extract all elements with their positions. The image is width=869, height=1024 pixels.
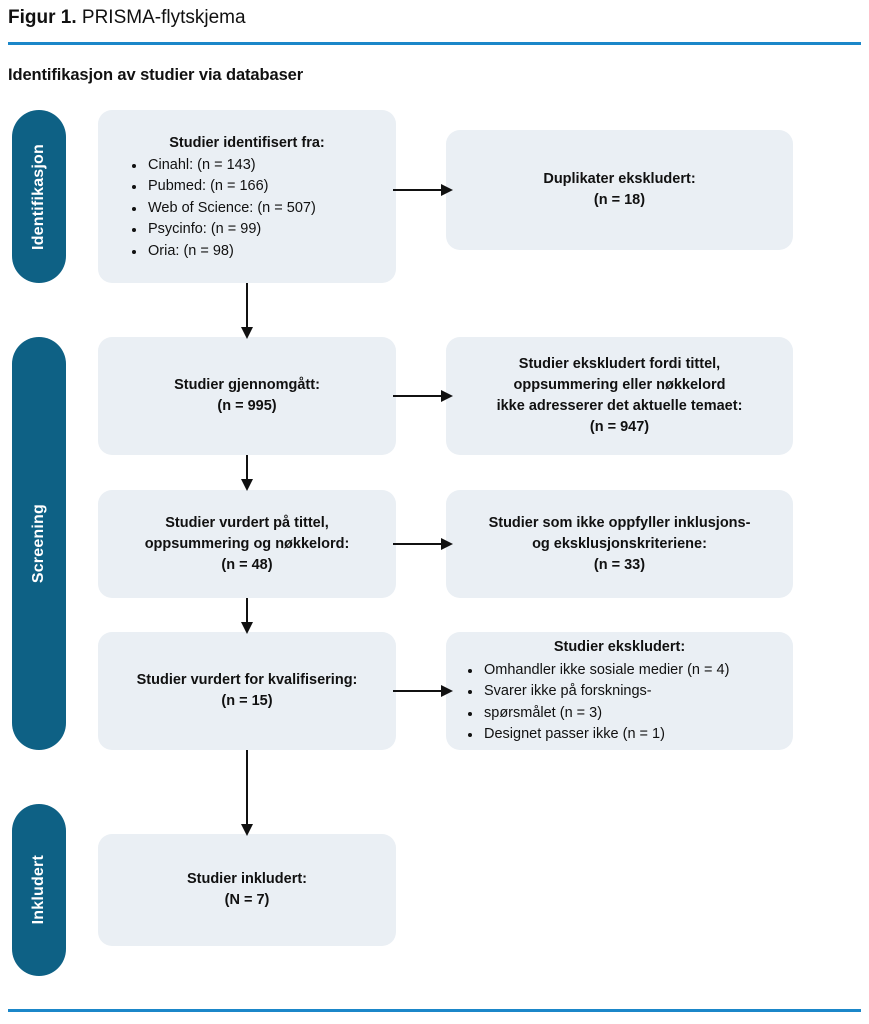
header-divider xyxy=(8,42,861,45)
box-studies-identified: Studier identifisert fra: Cinahl: (n = 1… xyxy=(98,110,396,283)
list-item: Designet passer ikke (n = 1) xyxy=(468,724,793,746)
section-heading: Identifikasjon av studier via databaser xyxy=(8,66,304,84)
exclusion-reason-list: Omhandler ikke sosiale medier (n = 4) Sv… xyxy=(446,660,793,746)
box-count: (n = 995) xyxy=(217,398,277,414)
box-studies-assessed-eligibility: Studier vurdert for kvalifisering: (n = … xyxy=(98,632,396,750)
box-studies-included: Studier inkludert: (N = 7) xyxy=(98,834,396,946)
list-item: Cinahl: (n = 143) xyxy=(132,155,396,177)
arrow-identified-to-duplicates xyxy=(393,182,453,198)
box-heading: Studier identifisert fra: xyxy=(169,134,325,151)
stage-pill-inkludert: Inkludert xyxy=(12,804,66,976)
box-studies-screened: Studier gjennomgått: (n = 995) xyxy=(98,337,396,455)
box-studies-assessed-title-summary: Studier vurdert på tittel, oppsummering … xyxy=(98,490,396,598)
box-heading: Studier gjennomgått: xyxy=(174,377,320,393)
box-excluded-topic: Studier ekskludert fordi tittel, oppsumm… xyxy=(446,337,793,455)
box-heading-line-2: og eksklusjonskriteriene: xyxy=(532,535,707,552)
box-heading-line-2: oppsummering eller nøkkelord xyxy=(513,377,726,393)
box-heading-line-1: Studier som ikke oppfyller inklusjons- xyxy=(488,514,751,531)
box-count: (n = 947) xyxy=(589,419,650,435)
list-item: Web of Science: (n = 507) xyxy=(132,198,396,220)
stage-label-screening: Screening xyxy=(30,503,47,584)
box-count: (n = 33) xyxy=(593,556,646,573)
stage-label-identifikasjon: Identifikasjon xyxy=(30,143,47,250)
list-item: Psycinfo: (n = 99) xyxy=(132,219,396,241)
box-heading: Studier vurdert for kvalifisering: xyxy=(136,672,358,688)
box-heading-line-2: oppsummering og nøkkelord: xyxy=(144,535,350,552)
stage-pill-identifikasjon: Identifikasjon xyxy=(12,110,66,283)
figure-label: Figur 1. xyxy=(8,7,77,28)
box-heading-line-1: Studier ekskludert fordi tittel, xyxy=(518,356,721,372)
list-item: Pubmed: (n = 166) xyxy=(132,176,396,198)
box-heading-line-3: ikke adresserer det aktuelle temaet: xyxy=(496,398,743,414)
arrow-identified-to-screened xyxy=(239,283,255,339)
box-duplicates-excluded: Duplikater ekskludert: (n = 18) xyxy=(446,130,793,250)
database-list: Cinahl: (n = 143) Pubmed: (n = 166) Web … xyxy=(98,155,396,263)
arrow-assessed-eligibility-to-excluded-reasons xyxy=(393,683,453,699)
box-count: (n = 15) xyxy=(221,693,273,709)
arrow-screened-to-excluded-topic xyxy=(393,388,453,404)
list-item-continuation: spørsmålet (n = 3) xyxy=(468,703,793,725)
list-item: Svarer ikke på forsknings- xyxy=(468,681,793,703)
box-excluded-criteria: Studier som ikke oppfyller inklusjons- o… xyxy=(446,490,793,598)
page-title: Figur 1. PRISMA-flytskjema xyxy=(8,6,861,30)
figure-caption: PRISMA-flytskjema xyxy=(81,7,246,28)
stage-label-inkludert: Inkludert xyxy=(30,855,47,925)
stage-pill-screening: Screening xyxy=(12,337,66,750)
footer-divider xyxy=(8,1009,861,1012)
box-heading-line-1: Studier vurdert på tittel, xyxy=(165,514,329,531)
arrow-assessed-title-to-excluded-criteria xyxy=(393,536,453,552)
arrow-assessed-title-to-assessed-eligibility xyxy=(239,598,255,634)
box-excluded-reasons: Studier ekskludert: Omhandler ikke sosia… xyxy=(446,632,793,750)
arrow-screened-to-assessed-title xyxy=(239,455,255,491)
box-count: (N = 7) xyxy=(224,892,270,908)
list-item: Oria: (n = 98) xyxy=(132,241,396,263)
box-heading: Studier ekskludert: xyxy=(553,638,686,655)
box-count: (n = 18) xyxy=(593,192,646,208)
list-item: Omhandler ikke sosiale medier (n = 4) xyxy=(468,660,793,682)
figure-header: Figur 1. PRISMA-flytskjema xyxy=(8,6,861,30)
box-heading: Studier inkludert: xyxy=(186,871,308,887)
box-count: (n = 48) xyxy=(221,556,273,573)
box-heading: Duplikater ekskludert: xyxy=(543,171,696,187)
arrow-assessed-eligibility-to-included xyxy=(239,750,255,836)
